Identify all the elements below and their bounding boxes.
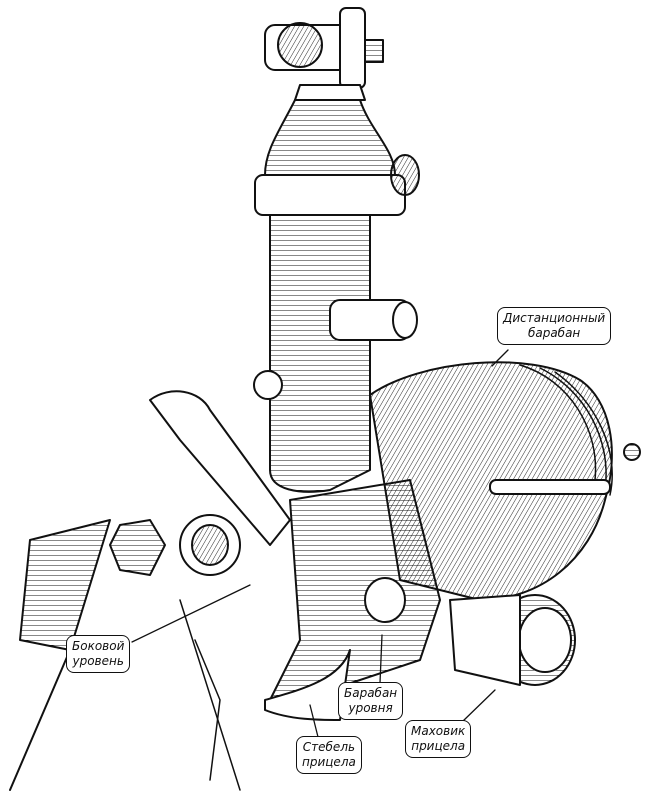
label-distance-drum: Дистанционный барабан — [497, 307, 612, 345]
label-line: уровня — [348, 701, 393, 715]
label-sight-stem: Стебель прицела — [296, 736, 362, 774]
distance-drum-drawing — [369, 361, 641, 601]
leader-side-level — [131, 584, 251, 643]
label-line: Барабан — [344, 686, 398, 700]
leader-sight-stem — [309, 704, 319, 738]
sight-column — [253, 99, 420, 493]
label-line: Стебель — [302, 740, 356, 754]
leader-sight-handwheel — [461, 689, 496, 723]
label-line: Дистанционный — [503, 311, 606, 325]
label-line: прицела — [302, 755, 356, 769]
label-level-drum: Барабан уровня — [338, 682, 404, 720]
label-line: уровень — [72, 654, 124, 668]
label-side-level: Боковой уровень — [66, 635, 131, 673]
leader-distance-drum — [491, 349, 509, 367]
label-sight-handwheel: Маховик прицела — [405, 720, 472, 758]
leader-lines — [131, 349, 509, 738]
sight-bracket — [109, 479, 576, 721]
panoramic-head — [264, 7, 384, 101]
label-line: Боковой — [72, 639, 125, 653]
carriage-arms — [9, 390, 291, 791]
label-line: Маховик — [411, 724, 466, 738]
label-line: прицела — [411, 739, 466, 753]
leader-level-drum — [379, 634, 383, 684]
label-line: барабан — [527, 326, 581, 340]
